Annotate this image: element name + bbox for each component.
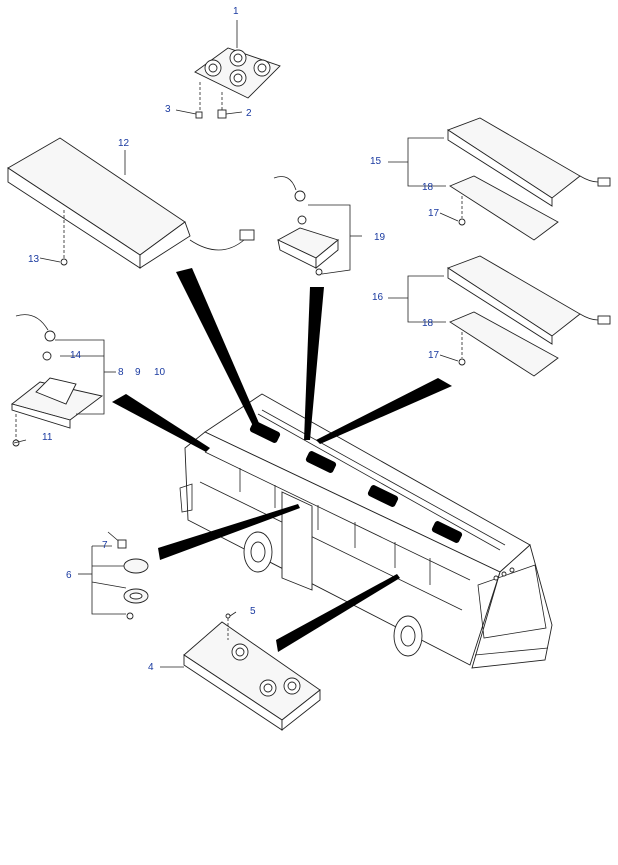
callout-4: 4 — [148, 662, 154, 673]
callout-16: 16 — [372, 292, 384, 303]
callout-5: 5 — [250, 606, 256, 617]
callout-18a: 18 — [422, 182, 434, 193]
callout-13: 13 — [28, 254, 40, 265]
callout-labels: 1 2 3 4 5 6 7 8 9 10 11 12 13 14 15 16 1… — [28, 6, 440, 673]
callout-19: 19 — [374, 232, 386, 243]
part-4-switch-panel — [160, 613, 321, 731]
part-8-reading-lamp — [11, 314, 116, 447]
callout-15: 15 — [370, 156, 382, 167]
callout-6: 6 — [66, 570, 72, 581]
callout-11: 11 — [42, 432, 53, 443]
callout-2: 2 — [246, 108, 252, 119]
callout-18b: 18 — [422, 318, 434, 329]
part-12-lamp-cover — [7, 137, 255, 269]
callout-3: 3 — [165, 104, 171, 115]
part-1-switch-panel — [194, 20, 281, 119]
part-19-dome-lamp — [273, 176, 362, 276]
callout-17a: 17 — [428, 208, 440, 219]
callout-17b: 17 — [428, 350, 440, 361]
leader-lines — [13, 109, 459, 617]
part-15-lamp-assembly — [388, 117, 611, 241]
callout-10: 10 — [154, 367, 166, 378]
part-16-lamp-assembly — [388, 255, 611, 377]
callout-8: 8 — [118, 367, 124, 378]
callout-12: 12 — [118, 138, 130, 149]
bus-illustration — [179, 393, 553, 669]
part-6-small-lamp — [78, 531, 149, 620]
callout-1: 1 — [233, 6, 239, 17]
callout-14: 14 — [70, 350, 82, 361]
pointer-wedges — [112, 268, 452, 652]
callout-7: 7 — [102, 540, 108, 551]
callout-9: 9 — [135, 367, 141, 378]
